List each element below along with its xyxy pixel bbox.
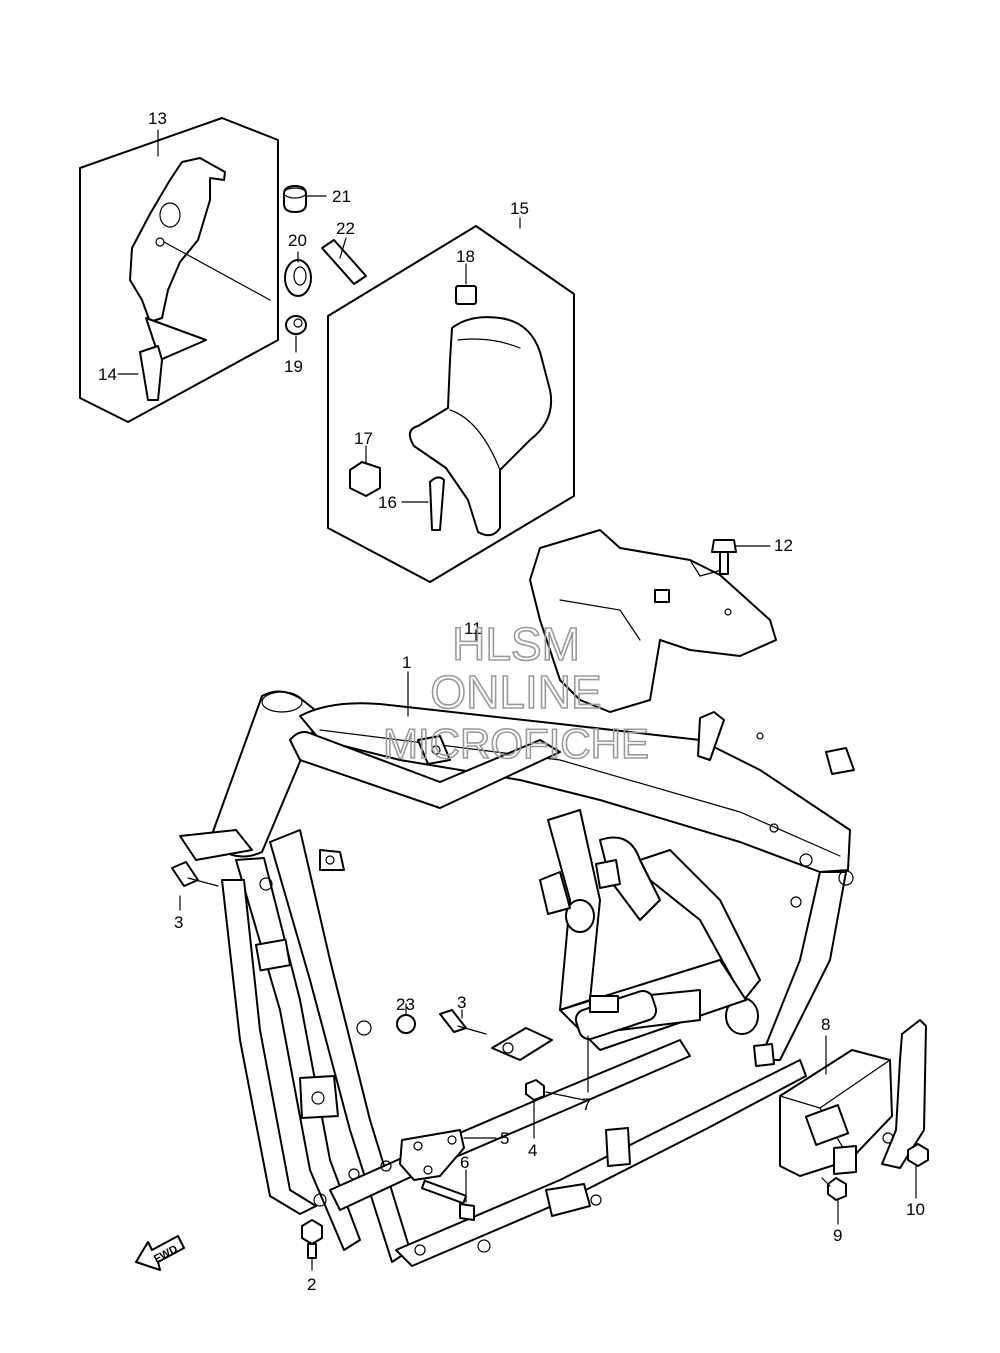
callout-5: 5 [500, 1129, 509, 1148]
part-22-strip [321, 239, 367, 285]
callout-23: 23 [396, 995, 415, 1014]
part-6-bolt [420, 1179, 475, 1221]
part-12-bolt [711, 539, 737, 575]
callout-3-lower: 3 [457, 993, 466, 1012]
kit-13-group [79, 117, 279, 423]
small-parts-group [283, 185, 367, 335]
part-19-cushion [285, 315, 307, 335]
part-15-cover [408, 316, 552, 537]
part-13-hole [159, 202, 181, 228]
fwd-label: FWD [152, 1243, 180, 1265]
watermark-line-1: HLSM [452, 618, 580, 670]
part-13-tab [145, 317, 207, 361]
watermark-line-3: MICROFICHE [383, 720, 649, 767]
part-10-stay [881, 1019, 927, 1169]
callout-labels: 1 2 3 3 4 5 6 7 8 9 10 11 12 13 14 15 16… [98, 109, 925, 1294]
part-9-bolt [821, 1177, 847, 1201]
part-2-bolt [301, 1219, 323, 1259]
part-7-bracket [491, 1027, 553, 1061]
part-8-bracket [779, 1049, 893, 1177]
callout-15: 15 [510, 199, 529, 218]
part-1-frame [179, 690, 855, 1267]
watermark: HLSM ONLINE MICROFICHE [382, 617, 650, 768]
callout-22: 22 [336, 219, 355, 238]
part-5-plate [399, 1129, 465, 1181]
callout-13: 13 [148, 109, 167, 128]
part-21-grommet [283, 185, 307, 213]
callout-10: 10 [906, 1200, 925, 1219]
fwd-arrow: FWD [135, 1235, 185, 1271]
callout-20: 20 [288, 231, 307, 250]
part-3-bolt-lower [439, 1009, 487, 1035]
callout-1: 1 [402, 653, 411, 672]
kit-13-outline [79, 117, 279, 423]
part-14-strip [139, 345, 163, 401]
callout-4: 4 [528, 1141, 537, 1160]
callout-9: 9 [833, 1226, 842, 1245]
part-20-grommet [284, 259, 312, 297]
part-16-strip [429, 476, 445, 531]
callout-7: 7 [582, 1095, 591, 1114]
callout-3-upper: 3 [174, 913, 183, 932]
part-3-bolt-upper [171, 861, 219, 887]
part-4-nut [525, 1079, 545, 1101]
watermark-line-2: ONLINE [430, 666, 601, 718]
callout-19: 19 [284, 357, 303, 376]
callout-21: 21 [332, 187, 351, 206]
fwd-arrow-icon [135, 1235, 185, 1271]
part-11-battery-tray [529, 529, 777, 713]
part-23-cap [396, 1014, 416, 1034]
callout-6: 6 [460, 1153, 469, 1172]
leader-lines [117, 129, 917, 1271]
callout-8: 8 [821, 1015, 830, 1034]
callout-2: 2 [307, 1275, 316, 1294]
part-17-pad [349, 461, 381, 497]
part-18-pad [455, 285, 477, 305]
callout-16: 16 [378, 493, 397, 512]
callout-14: 14 [98, 365, 117, 384]
part-10-bolt [907, 1143, 929, 1167]
part-13-cover [129, 157, 226, 323]
kit-15-group [327, 225, 575, 583]
callout-17: 17 [354, 429, 373, 448]
kit-15-outline [327, 225, 575, 583]
callout-18: 18 [456, 247, 475, 266]
callout-12: 12 [774, 536, 793, 555]
callout-11: 11 [464, 619, 482, 638]
